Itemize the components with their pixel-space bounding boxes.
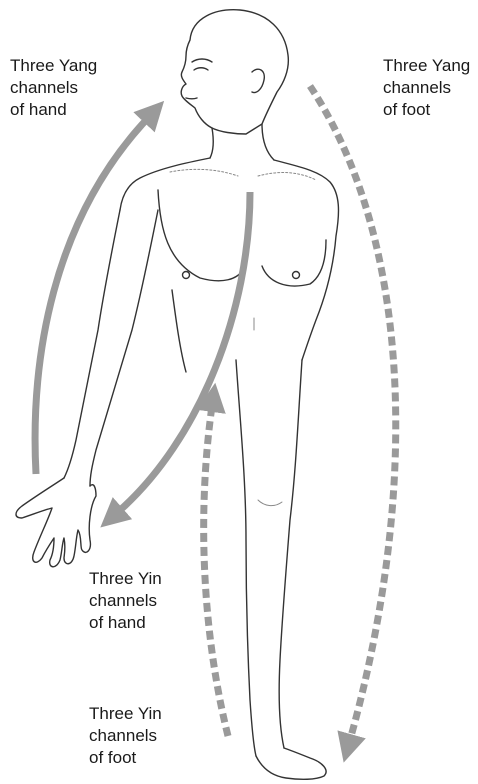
yin-hand-arrow (118, 192, 250, 512)
label-line: channels (89, 725, 162, 747)
clavicle (170, 169, 316, 180)
neck-back (262, 124, 274, 160)
hand-outline (16, 478, 96, 567)
human-figure (16, 10, 338, 780)
label-line: Three Yang (10, 55, 97, 77)
label-line: Three Yin (89, 703, 162, 725)
yang-foot-arrow (310, 86, 396, 740)
label-line: of foot (383, 99, 470, 121)
foot-outline (256, 748, 326, 779)
mouth (186, 98, 197, 99)
label-line: of hand (10, 99, 97, 121)
label-three-yang-channels-of-hand: Three Yang channels of hand (10, 55, 97, 121)
brow (192, 59, 212, 62)
leg-outline (236, 360, 302, 756)
nipple-left (183, 272, 190, 279)
label-line: channels (89, 590, 162, 612)
nipple-right (293, 272, 300, 279)
channel-arrows (35, 86, 396, 740)
knee (258, 500, 282, 506)
abdomen-outline (172, 290, 186, 372)
label-line: of foot (89, 747, 162, 769)
head-outline (181, 10, 288, 134)
label-line: Three Yin (89, 568, 162, 590)
neck-front (210, 128, 213, 158)
label-line: channels (383, 77, 470, 99)
label-three-yin-channels-of-foot: Three Yin channels of foot (89, 703, 162, 769)
yang-hand-arrow (35, 118, 148, 474)
eye (194, 68, 208, 70)
label-three-yin-channels-of-hand: Three Yin channels of hand (89, 568, 162, 634)
label-three-yang-channels-of-foot: Three Yang channels of foot (383, 55, 470, 121)
label-line: channels (10, 77, 97, 99)
ear (252, 69, 264, 92)
yin-foot-arrow (204, 406, 228, 736)
label-line: Three Yang (383, 55, 470, 77)
arm-outline (64, 210, 158, 486)
label-line: of hand (89, 612, 162, 634)
